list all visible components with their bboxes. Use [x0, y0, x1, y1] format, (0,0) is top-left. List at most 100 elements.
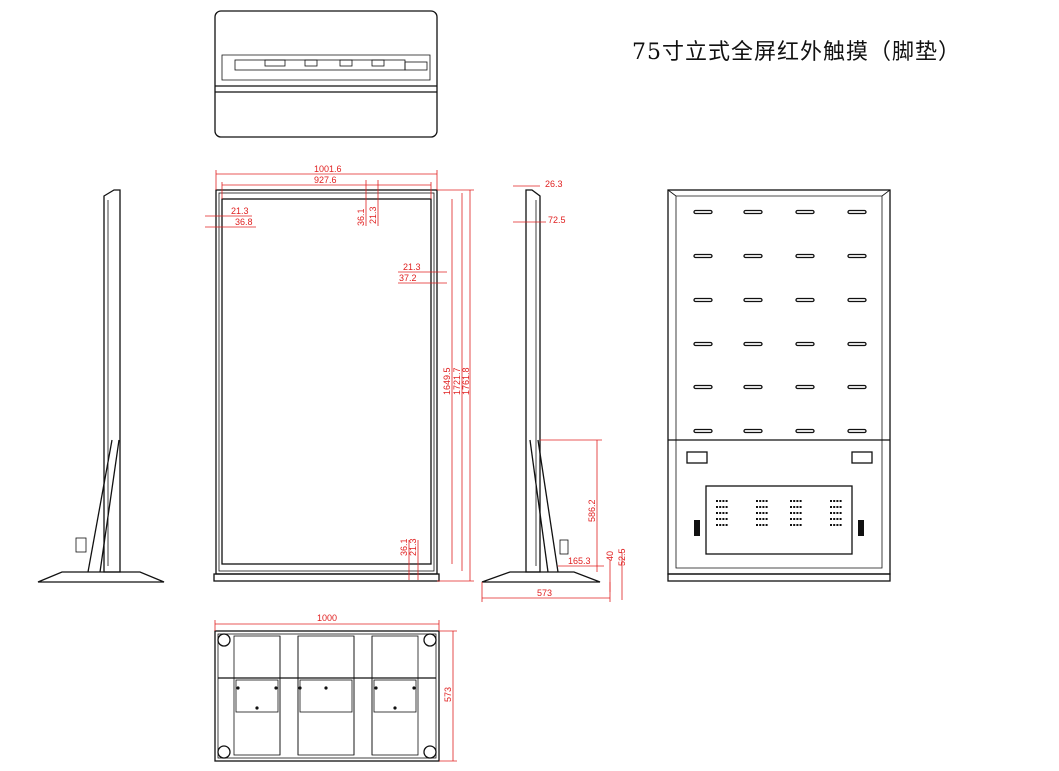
port-pin — [716, 512, 718, 514]
dim-bottom-b: 21.3 — [408, 538, 418, 556]
base-dimensions: 1000 573 — [214, 613, 457, 762]
port-pin — [839, 506, 842, 508]
vent-slot — [693, 428, 713, 434]
port-pin — [833, 518, 836, 520]
rear-port-blocks — [716, 500, 842, 526]
port-pin — [793, 500, 796, 502]
dim-base-front: 165.3 — [568, 556, 591, 566]
port-pin — [716, 524, 718, 526]
dim-base-depth: 573 — [537, 588, 552, 598]
port-pin — [836, 512, 839, 514]
port-pin — [765, 512, 768, 514]
port-pin — [756, 512, 758, 514]
vent-slot — [743, 384, 763, 390]
vent-slot — [693, 253, 713, 259]
dim-top-bezel-a: 36.1 — [356, 208, 366, 226]
port-pin — [765, 524, 768, 526]
port-pin — [756, 518, 758, 520]
vent-slot — [693, 341, 713, 347]
port-pin — [759, 524, 762, 526]
base-plan-view — [214, 630, 440, 762]
vent-slot — [693, 297, 713, 303]
port-pin — [793, 524, 796, 526]
vent-slot — [743, 428, 763, 434]
port-pin — [830, 500, 832, 502]
port-pin — [725, 518, 728, 520]
dim-top-bezel-b: 21.3 — [368, 206, 378, 224]
vent-slot — [847, 253, 867, 259]
dim-bottom-a: 36.1 — [399, 538, 409, 556]
dim-top-depth: 26.3 — [545, 179, 563, 189]
vent-slot — [847, 384, 867, 390]
port-pin — [839, 524, 842, 526]
port-pin — [759, 512, 762, 514]
vent-slot — [795, 253, 815, 259]
port-pin — [725, 500, 728, 502]
vent-slot — [743, 341, 763, 347]
port-pin — [722, 500, 725, 502]
port-pin — [762, 524, 765, 526]
port-pin — [722, 512, 725, 514]
vent-slot — [847, 341, 867, 347]
rear-view — [667, 189, 891, 582]
port-pin — [762, 518, 765, 520]
port-pin — [722, 518, 725, 520]
port-pin — [830, 512, 832, 514]
dim-height-c: 1761.8 — [461, 367, 471, 395]
port-pin — [762, 512, 765, 514]
port-pin — [719, 518, 722, 520]
vent-slot — [795, 428, 815, 434]
vent-slot — [693, 209, 713, 215]
vent-slot — [743, 253, 763, 259]
port-pin — [716, 500, 718, 502]
port-pin — [756, 524, 758, 526]
port-pin — [833, 524, 836, 526]
port-pin — [833, 506, 836, 508]
port-pin — [799, 500, 802, 502]
port-pin — [765, 500, 768, 502]
port-pin — [796, 524, 799, 526]
top-view — [214, 10, 438, 138]
side-view-right — [481, 189, 601, 583]
side-view-left — [37, 189, 165, 583]
front-view — [213, 189, 440, 582]
port-pin — [839, 512, 842, 514]
port-pin — [836, 518, 839, 520]
dim-inner-width: 927.6 — [314, 175, 337, 185]
port-pin — [719, 512, 722, 514]
dim-right-bezel-b: 37.2 — [399, 273, 417, 283]
vent-slot — [847, 209, 867, 215]
port-pin — [725, 506, 728, 508]
port-pin — [716, 506, 718, 508]
port-pin — [796, 512, 799, 514]
port-pin — [765, 506, 768, 508]
dim-base-width: 1000 — [317, 613, 337, 623]
port-pin — [719, 500, 722, 502]
port-pin — [793, 518, 796, 520]
vent-slot — [743, 297, 763, 303]
port-pin — [790, 512, 792, 514]
port-pin — [836, 524, 839, 526]
dim-base-h2: 52.5 — [617, 548, 627, 566]
vent-slot — [693, 384, 713, 390]
port-pin — [799, 506, 802, 508]
port-pin — [796, 506, 799, 508]
port-pin — [759, 500, 762, 502]
port-pin — [830, 506, 832, 508]
port-pin — [762, 506, 765, 508]
vent-slot — [847, 428, 867, 434]
dim-outer-width: 1001.6 — [314, 164, 342, 174]
port-pin — [790, 506, 792, 508]
port-pin — [799, 512, 802, 514]
port-pin — [839, 518, 842, 520]
side-dimensions — [481, 185, 623, 602]
port-pin — [756, 506, 758, 508]
port-pin — [839, 500, 842, 502]
port-pin — [762, 500, 765, 502]
port-pin — [796, 518, 799, 520]
port-pin — [765, 518, 768, 520]
dim-leg-height: 586.2 — [587, 499, 597, 522]
port-pin — [759, 518, 762, 520]
front-dimension-labels: 1001.6 927.6 21.3 36.8 36.1 21.3 21.3 37… — [231, 164, 471, 556]
dim-right-bezel-a: 21.3 — [403, 262, 421, 272]
